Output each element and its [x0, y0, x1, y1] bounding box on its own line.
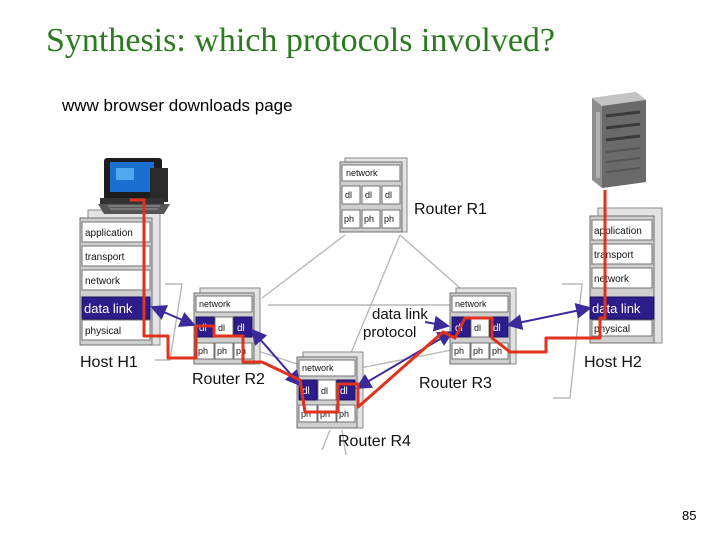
router-r4-ph-label-2: ph — [320, 409, 330, 419]
data-link-arrows — [150, 303, 592, 390]
router-r1-label: Router R1 — [414, 201, 487, 218]
slide-subtitle: www browser downloads page — [62, 96, 293, 115]
router-r4-ph-label-3: ph — [339, 409, 349, 419]
host-h1-label: Host H1 — [80, 354, 138, 371]
router-r1-ph-label-3: ph — [384, 214, 394, 224]
host-h2-label: Host H2 — [584, 354, 642, 371]
router-r3-dl-label-2: dl — [474, 323, 481, 333]
router-r2-ph-label-3: ph — [236, 346, 246, 356]
router-r1-dl-label-2: dl — [365, 190, 372, 200]
router-r2-network-label: network — [199, 299, 231, 309]
slide-title: Synthesis: which protocols involved? — [46, 22, 556, 59]
host-h1-network-layer — [81, 269, 151, 291]
router-r4-label: Router R4 — [338, 433, 411, 450]
router-r3-label: Router R3 — [419, 375, 492, 392]
router-r1-ph-label-2: ph — [364, 214, 374, 224]
host-h2-network-label: network — [594, 274, 630, 285]
host-h2-stack: application transport network data link … — [589, 207, 663, 344]
router-r3-dl-label-3: dl — [493, 323, 501, 334]
router-r4-network-label: network — [302, 363, 334, 373]
host-h1-network-label: network — [85, 276, 121, 287]
host-h2-physical-layer — [591, 319, 653, 337]
data-link-protocol-label-line1: data link — [372, 306, 428, 323]
router-r3-ph-label-3: ph — [492, 346, 502, 356]
router-r3-network-label: network — [455, 299, 487, 309]
host-h1-application-layer — [81, 221, 151, 243]
host-h1-physical-layer — [81, 319, 151, 341]
server-tower-icon — [592, 92, 646, 188]
host-h1-data-link-layer — [81, 296, 151, 320]
router-r2-dl-label-2: dl — [218, 323, 225, 333]
host-h2-physical-label: physical — [594, 324, 630, 335]
router-r1-stack: network dl dl dl ph ph ph — [339, 157, 408, 233]
router-r2-ph-label-2: ph — [217, 346, 227, 356]
host-h1-transport-layer — [81, 245, 151, 267]
router-r3-ph-label-2: ph — [473, 346, 483, 356]
host-h2-data-link-label: data link — [592, 301, 641, 316]
data-link-protocol-label-line2: protocol — [363, 324, 416, 341]
router-r2-dl-label-3: dl — [237, 323, 245, 334]
desktop-computer-icon — [98, 158, 170, 214]
host-h2-transport-layer — [591, 243, 653, 265]
host-h1-data-link-label: data link — [84, 301, 133, 316]
router-r1-dl-label-1: dl — [345, 190, 352, 200]
host-h1-stack: application transport network data link … — [79, 209, 161, 346]
router-r4-dl-label-1: dl — [302, 386, 310, 397]
page-number: 85 — [682, 508, 697, 523]
host-h1-transport-label: transport — [85, 252, 125, 263]
host-h2-transport-label: transport — [594, 250, 634, 261]
router-r2-label: Router R2 — [192, 371, 265, 388]
router-r3-ph-label-1: ph — [454, 346, 464, 356]
router-r1-dl-label-3: dl — [385, 190, 392, 200]
host-h1-physical-label: physical — [85, 326, 121, 337]
packet-path — [130, 190, 607, 414]
router-r4-dl-label-2: dl — [321, 386, 328, 396]
router-r2-stack: network dl dl dl ph ph ph — [193, 287, 261, 365]
host-h1-application-label: application — [85, 228, 133, 239]
router-r4-dl-label-3: dl — [340, 386, 348, 397]
router-r1-ph-label-1: ph — [344, 214, 354, 224]
host-h2-network-layer — [591, 267, 653, 289]
router-r4-stack: network dl dl dl ph ph ph — [296, 351, 364, 429]
router-r4-ph-label-1: ph — [301, 409, 311, 419]
router-r2-ph-label-1: ph — [198, 346, 208, 356]
router-r2-dl-label-1: dl — [199, 323, 207, 334]
host-h2-application-layer — [591, 219, 653, 241]
host-h2-application-label: application — [594, 226, 642, 237]
router-r1-network-label: network — [346, 168, 378, 178]
